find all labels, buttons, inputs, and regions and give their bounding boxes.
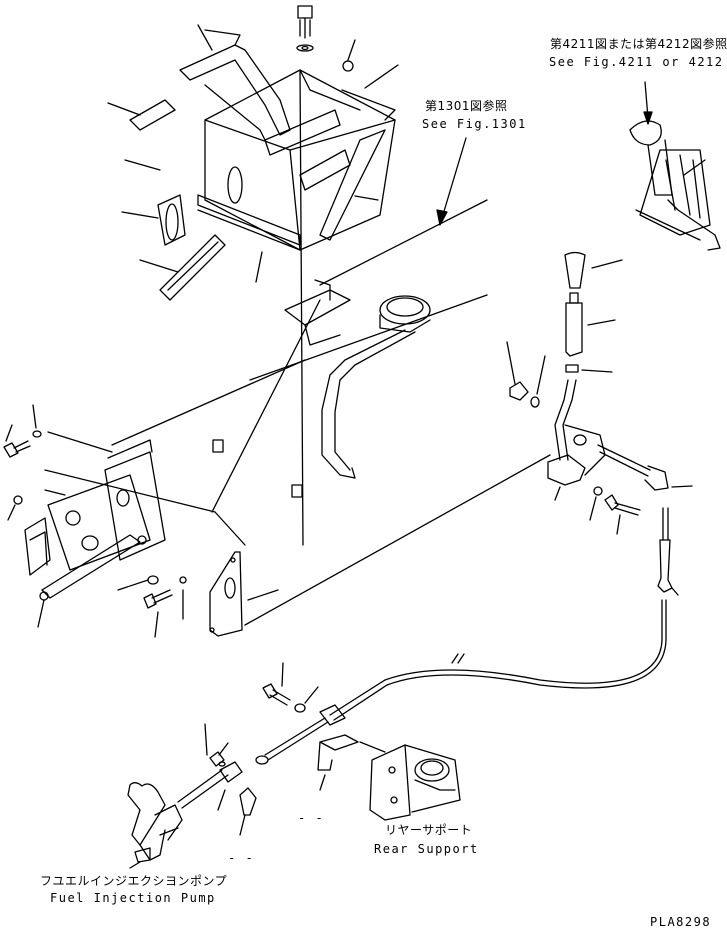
top-bolt xyxy=(296,5,314,52)
rear-support xyxy=(369,744,461,821)
grommet-pads xyxy=(129,99,226,301)
ref-fig1301-jp-label: 第1301図参照 xyxy=(425,99,508,113)
fuel-pump-jp-label: フユエルインジエクシヨンポンプ xyxy=(40,874,228,888)
ref-fig1301-en-label: See Fig.1301 xyxy=(422,117,527,131)
lever-arm-assembly xyxy=(547,379,693,535)
guide-lines xyxy=(44,69,551,626)
cap-nut xyxy=(342,60,354,72)
dash-mark-b: - - xyxy=(228,851,255,865)
control-cable xyxy=(255,507,679,765)
fuel-pump-lever xyxy=(127,723,257,869)
clamp-bracket xyxy=(317,734,386,791)
leaders-upper xyxy=(107,24,399,283)
small-bracket xyxy=(209,551,279,637)
pedal-bracket xyxy=(212,279,431,498)
cable-clamp-bolt xyxy=(262,662,319,713)
fuel-pump-en-label: Fuel Injection Pump xyxy=(50,891,216,905)
left-plate-assembly xyxy=(13,439,166,601)
side-strip xyxy=(319,129,386,241)
ref-fig4211-jp-label: 第4211図または第4212図参照 xyxy=(550,37,727,51)
ref-fig4211-en-label: See Fig.4211 or 4212 xyxy=(549,55,724,69)
lever-parts-right xyxy=(506,251,623,408)
shift-lever-ref xyxy=(629,81,721,251)
left-bolts xyxy=(3,430,187,609)
plate-strip xyxy=(341,89,396,121)
fig1301-arrow xyxy=(436,137,467,226)
rear-support-jp-label: リヤーサポート xyxy=(385,823,473,837)
rear-support-en-label: Rear Support xyxy=(374,842,479,856)
drawing-number: PLA8298 xyxy=(650,915,712,929)
dash-mark-a: - - xyxy=(298,811,325,825)
leaders-left xyxy=(5,404,184,638)
console-cover xyxy=(197,69,396,251)
handle-bar xyxy=(179,29,291,141)
